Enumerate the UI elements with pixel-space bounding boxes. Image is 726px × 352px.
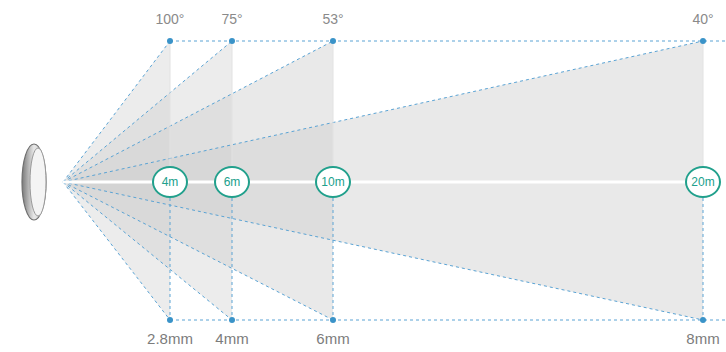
axis-connector bbox=[250, 181, 315, 184]
view-angle-label: 40° bbox=[692, 11, 713, 27]
guide-line bbox=[170, 41, 726, 42]
fov-fans bbox=[63, 41, 703, 320]
guide-dots bbox=[167, 38, 706, 323]
distance-label: 6m bbox=[224, 175, 241, 189]
axis-line bbox=[63, 181, 152, 184]
guide-dot bbox=[700, 317, 706, 323]
fan-edge bbox=[703, 41, 704, 166]
focal-length-label: 6mm bbox=[316, 330, 349, 347]
axis-connector bbox=[351, 181, 685, 184]
guide-dot bbox=[229, 317, 235, 323]
guide-line bbox=[170, 320, 726, 321]
fan-edge bbox=[232, 41, 233, 166]
fan-edge bbox=[333, 41, 334, 166]
view-angle-label: 75° bbox=[221, 11, 242, 27]
guide-dot bbox=[330, 38, 336, 44]
guide-line bbox=[170, 198, 171, 320]
fov-fan bbox=[63, 41, 703, 320]
distance-circle: 10m bbox=[315, 166, 351, 198]
lens-glass bbox=[30, 148, 46, 216]
distance-circle: 20m bbox=[685, 166, 721, 198]
axis-line bbox=[721, 181, 726, 184]
guide-dot bbox=[330, 317, 336, 323]
fan-edge bbox=[170, 41, 171, 166]
fan-edges bbox=[170, 41, 703, 166]
guide-line bbox=[63, 182, 333, 320]
distance-label: 4m bbox=[162, 175, 179, 189]
guide-dot bbox=[167, 317, 173, 323]
focal-length-label: 4mm bbox=[215, 330, 248, 347]
view-angle-label: 100° bbox=[156, 11, 185, 27]
distance-circle: 6m bbox=[214, 166, 250, 198]
guide-line bbox=[63, 182, 232, 320]
camera-lens bbox=[22, 144, 46, 220]
guide-line bbox=[232, 198, 233, 320]
guide-line bbox=[63, 41, 703, 182]
focal-length-label: 2.8mm bbox=[147, 330, 193, 347]
guide-line bbox=[703, 198, 704, 320]
guide-dot bbox=[700, 38, 706, 44]
guide-dot bbox=[167, 38, 173, 44]
guide-line bbox=[333, 198, 334, 320]
distance-label: 10m bbox=[321, 175, 344, 189]
guide-lines bbox=[63, 41, 726, 320]
distance-label: 20m bbox=[691, 175, 714, 189]
guide-line bbox=[63, 41, 170, 182]
fov-fan bbox=[63, 41, 333, 320]
guide-line bbox=[63, 41, 232, 182]
view-angle-label: 53° bbox=[322, 11, 343, 27]
focal-length-label: 8mm bbox=[686, 330, 719, 347]
axis-connector bbox=[188, 181, 214, 184]
distance-circle: 4m bbox=[152, 166, 188, 198]
guide-line bbox=[63, 182, 703, 320]
fov-fan bbox=[63, 41, 232, 320]
guide-dot bbox=[229, 38, 235, 44]
guide-line bbox=[63, 41, 333, 182]
guide-line bbox=[63, 182, 170, 320]
lens-body bbox=[22, 144, 46, 220]
